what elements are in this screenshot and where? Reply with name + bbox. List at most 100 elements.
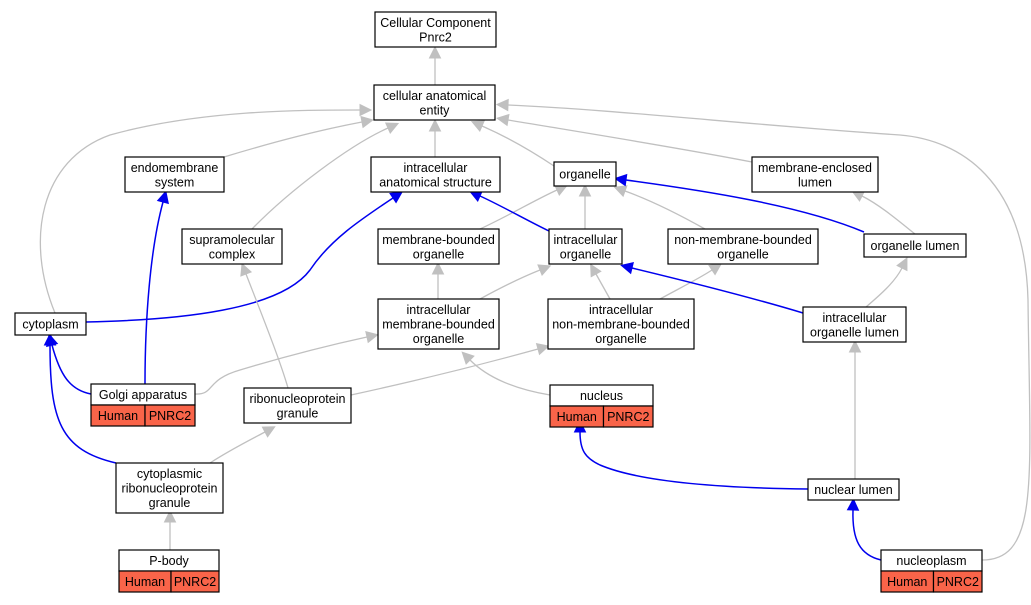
node-inmbo[interactable]: intracellularnon-membrane-boundedorganel… xyxy=(547,298,695,350)
edge-inmbo-to-nmbo-arrowhead xyxy=(708,263,723,276)
annotation-species: Human xyxy=(98,409,138,423)
node-label-line: membrane-bounded xyxy=(382,233,495,247)
edge-mel-to-cae-arrowhead xyxy=(496,113,510,127)
edge-mel-to-cae xyxy=(507,119,753,163)
edge-nmbo-to-org-arrowhead xyxy=(613,185,628,198)
edge-crnp-to-cyto-arrowhead xyxy=(43,332,57,346)
edge-nucleoplasm-to-cae-arrowhead xyxy=(495,98,509,112)
node-label-line: organelle xyxy=(717,247,768,261)
edge-endo-to-cae-arrowhead xyxy=(360,115,374,129)
node-box xyxy=(807,478,900,501)
node-box xyxy=(115,462,224,514)
annotation-gene: PNRC2 xyxy=(149,409,191,423)
node-box xyxy=(373,84,496,121)
edge-ias-to-cae-arrowhead xyxy=(428,118,442,132)
edge-nucleoplasm-to-nlumen xyxy=(852,509,882,561)
node-ol[interactable]: organelle lumen xyxy=(863,233,967,258)
edge-iol-to-io-arrowhead xyxy=(620,261,634,275)
edge-iol-to-io xyxy=(631,267,804,314)
edge-nucleoplasm-to-nlumen-arrowhead xyxy=(846,497,860,511)
node-label-line: non-membrane-bounded xyxy=(674,233,812,247)
edge-crnp-to-rnp-arrowhead xyxy=(261,426,276,438)
node-label-line: intracellular xyxy=(554,233,618,247)
annotation-gene: PNRC2 xyxy=(937,575,979,589)
edge-rnp-to-inmbo-arrowhead xyxy=(535,343,550,356)
edge-ol-to-org xyxy=(625,179,865,233)
node-box xyxy=(547,298,695,350)
node-label-line: P-body xyxy=(149,554,189,568)
edge-cae-to-root-arrowhead xyxy=(428,45,442,59)
annotation-species: Human xyxy=(557,410,597,424)
edge-cyto-to-cae xyxy=(39,109,361,314)
node-label-line: granule xyxy=(149,496,191,510)
edge-golgi-to-cyto xyxy=(51,344,92,395)
annotation-species: Human xyxy=(125,575,165,589)
edge-io-to-ias xyxy=(479,195,550,232)
node-nlumen[interactable]: nuclear lumen xyxy=(807,478,900,501)
edge-golgi-to-imbo-arrowhead xyxy=(365,330,379,344)
edge-nucleus-to-imbo xyxy=(469,359,551,396)
node-label-line: nucleus xyxy=(580,389,623,403)
node-label-line: organelle xyxy=(413,247,464,261)
edge-nmbo-to-org xyxy=(624,190,706,230)
node-box xyxy=(863,233,967,258)
edge-inmbo-to-nmbo xyxy=(659,269,713,300)
node-label-line: system xyxy=(155,175,195,189)
node-label-line: entity xyxy=(420,103,451,117)
edge-cyto-to-ias xyxy=(85,197,394,323)
edge-crnp-to-rnp xyxy=(209,431,266,464)
node-box xyxy=(548,228,623,265)
annotation-cell xyxy=(932,570,983,593)
node-label-line: nuclear lumen xyxy=(814,483,893,497)
edge-inmbo-to-io xyxy=(595,273,611,300)
edge-imbo-to-io xyxy=(479,269,541,300)
node-label-line: Golgi apparatus xyxy=(99,388,187,402)
node-label-line: lumen xyxy=(798,175,832,189)
node-label-line: supramolecular xyxy=(189,233,274,247)
node-cyto[interactable]: cytoplasm xyxy=(14,312,87,336)
node-label-line: intracellular xyxy=(407,303,471,317)
node-label-line: Pnrc2 xyxy=(419,30,452,44)
node-box xyxy=(124,156,225,193)
edge-rnp-to-supra-arrowhead xyxy=(240,262,253,277)
edge-pbody-to-crnp-arrowhead xyxy=(163,509,177,523)
edge-io-to-org-arrowhead xyxy=(578,183,592,197)
node-label-line: cellular anatomical xyxy=(383,89,487,103)
edge-mbo-to-org xyxy=(479,189,558,230)
node-label-line: nucleoplasm xyxy=(896,554,966,568)
node-label-line: complex xyxy=(209,247,256,261)
node-box xyxy=(377,298,500,350)
edge-crnp-to-cyto xyxy=(49,344,117,464)
node-org[interactable]: organelle xyxy=(553,161,617,187)
node-label-line: organelle xyxy=(413,332,464,346)
edge-iol-to-ol-arrowhead xyxy=(896,257,908,272)
edge-nucleus-to-imbo-arrowhead xyxy=(461,351,475,365)
edge-iol-to-ol xyxy=(865,267,903,308)
annotation-gene: PNRC2 xyxy=(607,410,649,424)
edge-ol-to-mel xyxy=(861,195,916,235)
edge-rnp-to-inmbo xyxy=(350,348,539,396)
edge-golgi-to-imbo xyxy=(194,336,368,395)
edge-inmbo-to-io-arrowhead xyxy=(590,263,602,278)
node-label-line: Cellular Component xyxy=(380,16,491,30)
node-box xyxy=(14,312,87,336)
edge-supra-to-cae-arrowhead xyxy=(384,122,400,134)
edge-rnp-to-supra xyxy=(245,273,289,389)
